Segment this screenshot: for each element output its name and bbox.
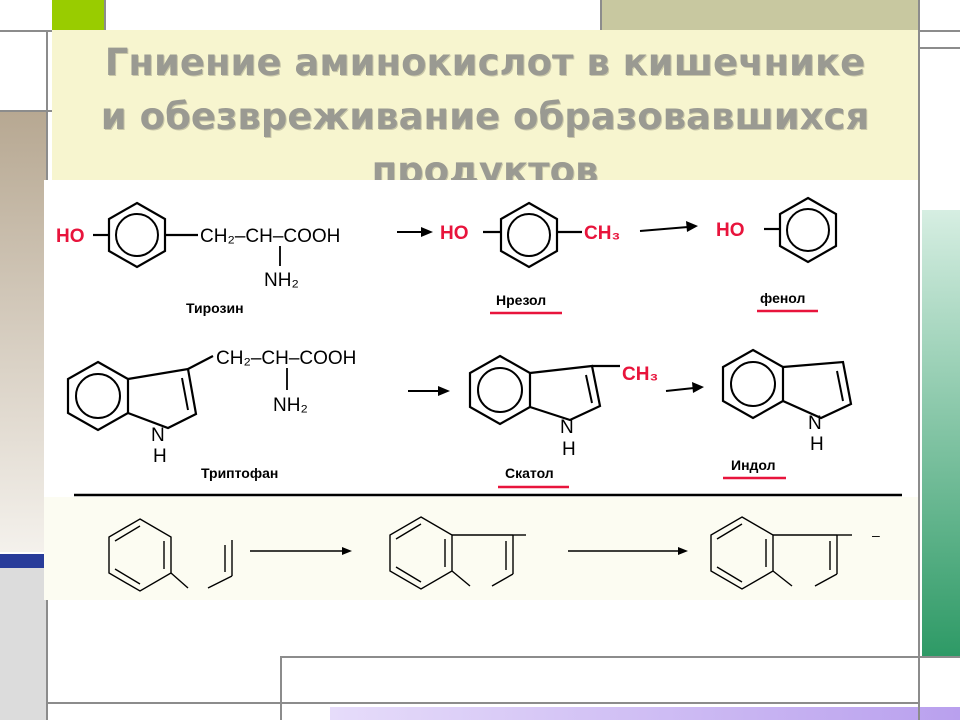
cresol-name: Нрезол xyxy=(496,292,546,308)
lower-structure-2 xyxy=(389,516,526,590)
navy-accent-bar xyxy=(0,554,46,568)
title-band xyxy=(52,30,918,180)
slide-title-line-2: и обезвреживание образовавшихся xyxy=(100,95,870,138)
frame-line-base xyxy=(46,702,920,704)
tryptophan-structure: CH₂–CH–COOH NH₂ N H Триптофан xyxy=(66,348,356,481)
slide-title: Гниение аминокислот в кишечнике и обезвр… xyxy=(52,36,918,198)
slide-title-line-1: Гниение аминокислот в кишечнике xyxy=(104,41,866,84)
tryptophan-h-label: H xyxy=(153,446,167,467)
tyrosine-benzene-ring xyxy=(107,201,167,269)
tyrosine-ho-label: HO xyxy=(56,226,85,247)
cresol-ho-label: HO xyxy=(440,223,469,244)
tyrosine-chain-label: CH₂–CH–COOH xyxy=(200,226,340,247)
phenol-structure: HO фенол xyxy=(716,196,838,313)
tyrosine-structure: HO CH₂–CH–COOH NH₂ Тирозин xyxy=(56,201,340,316)
tryptophan-n-label: N xyxy=(151,425,165,446)
skatole-n-label: N xyxy=(560,417,574,438)
tan-side-gradient xyxy=(0,112,46,552)
reaction-scheme: HO CH₂–CH–COOH NH₂ Тирозин HO CH₃ Нрезол… xyxy=(44,180,918,600)
tyrosine-name: Тирозин xyxy=(186,300,244,316)
lower-suffix-mark: – xyxy=(872,527,880,543)
arrow-1 xyxy=(397,227,433,237)
teal-gradient-bar xyxy=(922,210,960,656)
skatole-h-label: H xyxy=(562,439,576,460)
lower-arrow-1 xyxy=(250,547,352,555)
arrow-4 xyxy=(665,382,704,393)
tyrosine-nh2-label: NH₂ xyxy=(264,270,299,291)
phenol-benzene-ring xyxy=(778,196,838,264)
arrow-2 xyxy=(639,221,698,232)
frame-line-right-inner xyxy=(600,0,602,49)
indole-name: Индол xyxy=(731,457,776,473)
tryptophan-nh2-label: NH₂ xyxy=(273,395,308,416)
frame-line-bottom xyxy=(280,656,960,658)
lower-structure-3 xyxy=(710,516,852,590)
indole-h-label: H xyxy=(810,434,824,455)
lavender-bottom-bar xyxy=(330,707,960,720)
tryptophan-name: Триптофан xyxy=(201,465,278,481)
gray-side-block xyxy=(0,568,46,720)
tryptophan-chain-label: CH₂–CH–COOH xyxy=(216,348,356,369)
skatole-name: Скатол xyxy=(505,465,554,481)
lower-arrow-2 xyxy=(568,547,688,555)
cresol-benzene-ring xyxy=(499,201,559,269)
indole-structure: N H Индол xyxy=(721,348,853,480)
cresol-ch3-label: CH₃ xyxy=(584,223,620,244)
olive-header-bar xyxy=(600,0,920,30)
phenol-name: фенол xyxy=(760,290,805,306)
cresol-structure: HO CH₃ Нрезол xyxy=(440,201,620,315)
arrow-3 xyxy=(408,386,450,396)
lower-structure-1 xyxy=(108,518,233,592)
skatole-structure: CH₃ N H Скатол xyxy=(468,354,658,489)
frame-line-right xyxy=(918,0,920,720)
phenol-ho-label: HO xyxy=(716,220,745,241)
indole-n-label: N xyxy=(808,413,822,434)
skatole-ch3-label: CH₃ xyxy=(622,364,658,385)
frame-line-bottom-vertical xyxy=(280,656,282,720)
